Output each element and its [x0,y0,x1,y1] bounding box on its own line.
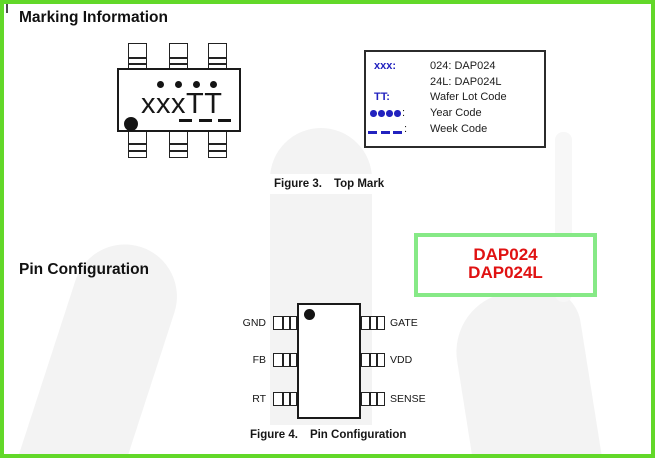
year-code-dot [175,81,182,88]
figure4-caption-text: Pin Configuration [309,429,407,441]
pin-lead [361,392,385,406]
year-code-dot [157,81,164,88]
figure3-caption-text: Top Mark [333,178,385,190]
chip-lead [169,130,188,158]
marking-legend-box: xxx: 024: DAP024 24L: DAP024L TT: Wafer … [364,50,546,148]
legend-text: 24L: DAP024L [430,76,502,88]
pin-label-gnd: GND [242,317,266,329]
chip-lead [128,130,147,158]
chip-lead [208,43,227,69]
figure3-caption: Figure 3. Top Mark [244,174,415,194]
chip-lead [128,43,147,69]
chip-lead [169,43,188,69]
legend-colon: : [402,107,406,119]
legend-text: 024: DAP024 [430,60,496,72]
pin-label-sense: SENSE [390,393,426,405]
pin-label-gate: GATE [390,317,418,329]
chip-body: xxxTT [117,68,241,132]
watermark-swoosh-right [447,281,611,454]
week-code-dash [199,119,212,122]
week-code-dashes-icon [368,131,402,134]
legend-text: Week Code [430,123,488,135]
pin1-marker-dot [304,309,315,320]
pin-lead [361,353,385,367]
pin-label-fb: FB [252,354,266,366]
legend-text: Wafer Lot Code [430,91,507,103]
figure3-caption-label: Figure 3. [274,178,322,190]
pin-config-chip-body [297,303,361,419]
pin-label-vdd: VDD [390,354,413,366]
week-code-dash [218,119,231,122]
scan-artifact-line [6,4,8,13]
year-code-dot [210,81,217,88]
top-mark-text: xxxTT [141,88,223,120]
chip-lead [208,130,227,158]
legend-text: Year Code [430,107,482,119]
legend-symbol-xxx: xxx: [374,60,397,72]
figure4-caption: Figure 4. Pin Configuration [234,425,423,445]
pin1-marker-dot [124,117,138,131]
pin-lead [361,316,385,330]
part-number-highlight-box: DAP024 DAP024L [414,233,597,297]
year-code-dots-icon [370,110,401,117]
year-code-dot [193,81,200,88]
legend-colon: : [404,123,408,135]
pin-lead [273,353,297,367]
part-number-line2: DAP024L [468,262,543,282]
part-number-line1: DAP024 [473,245,538,264]
pin-label-rt: RT [252,393,266,405]
pin-configuration-heading: Pin Configuration [19,261,150,278]
figure4-caption-label: Figure 4. [250,429,298,441]
marking-information-heading: Marking Information [19,9,168,26]
pin-lead [273,316,297,330]
legend-symbol-tt: TT: [374,91,390,103]
pin-lead [273,392,297,406]
week-code-dash [179,119,192,122]
